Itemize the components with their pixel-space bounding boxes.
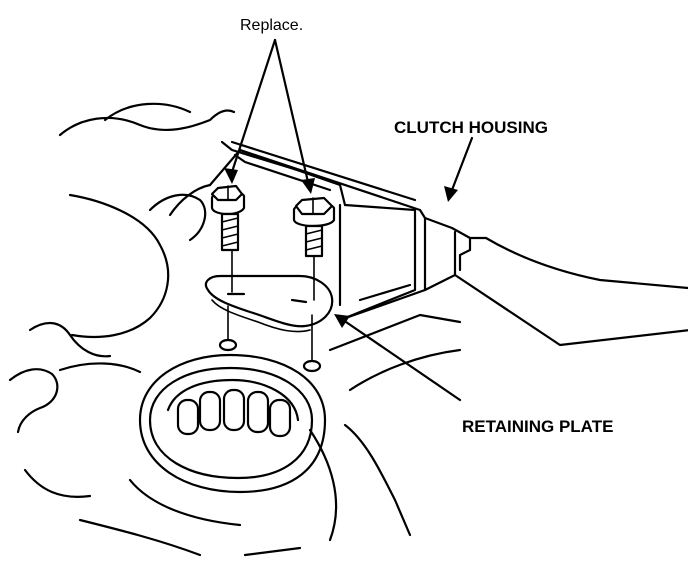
retaining-plate-arrow — [334, 314, 462, 402]
casting-outline — [8, 102, 347, 557]
bolt-hole-left — [218, 338, 238, 352]
clutch-housing-arrow — [444, 136, 474, 202]
replace-arrows — [224, 38, 315, 194]
clutch-housing-label: CLUTCH HOUSING — [394, 118, 548, 137]
bolt-right — [292, 196, 336, 258]
clutch-housing-body — [230, 140, 688, 392]
bearing-bore — [128, 353, 412, 542]
retaining-plate — [204, 274, 334, 333]
bolt-guide-lines — [227, 247, 315, 361]
bolt-left — [210, 184, 246, 252]
replace-label: Replace. — [240, 17, 303, 34]
bearing-rollers — [176, 388, 292, 438]
bolt-hole-right — [302, 359, 322, 373]
retaining-plate-label: RETAINING PLATE — [462, 417, 613, 436]
